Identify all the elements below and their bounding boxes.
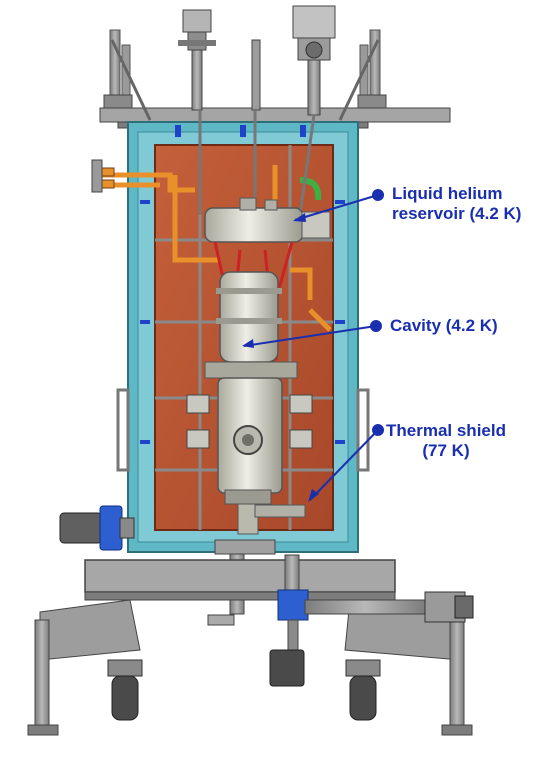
leader-dot-shield [372, 424, 384, 436]
cavity-helium-vessel [204, 271, 298, 535]
label-reservoir-line2: reservoir (4.2 K) [392, 204, 522, 223]
support-rods [198, 110, 316, 216]
top-valve-left [178, 9, 216, 111]
shield-bottom-fitting [254, 504, 306, 518]
leader-dot-reservoir [372, 189, 384, 201]
leader-arrowheads [242, 213, 319, 502]
leader-lines [243, 189, 384, 501]
label-reservoir-line1: Liquid helium [392, 184, 503, 203]
green-pipe [299, 177, 322, 201]
label-cavity: Cavity (4.2 K) [390, 316, 498, 336]
caster-wheel-left [107, 659, 143, 721]
leader-line-shield [309, 429, 379, 501]
tuner-blocks [186, 394, 313, 449]
label-thermal-shield: Thermal shield (77 K) [386, 421, 506, 461]
handle-left [116, 388, 130, 472]
vessel-bottom-flange [214, 539, 276, 555]
side-feedthrough-left [91, 159, 115, 193]
bottom-plumbing [207, 554, 474, 687]
top-frame [99, 29, 451, 129]
support-base-frame [27, 559, 473, 736]
top-feedthrough [251, 39, 261, 111]
label-liquid-helium-reservoir: Liquid helium reservoir (4.2 K) [392, 184, 521, 224]
handle-right [356, 388, 370, 472]
leader-line-reservoir [294, 194, 379, 221]
label-shield-line1: Thermal shield [386, 421, 506, 440]
leader-line-cavity [243, 325, 377, 347]
top-valve-right [292, 5, 336, 116]
leader-dot-cavity [370, 320, 382, 332]
label-shield-line2: (77 K) [422, 441, 470, 460]
caster-wheel-right [345, 659, 381, 721]
label-cavity-line1: Cavity (4.2 K) [390, 316, 498, 335]
side-port-left [59, 505, 135, 551]
